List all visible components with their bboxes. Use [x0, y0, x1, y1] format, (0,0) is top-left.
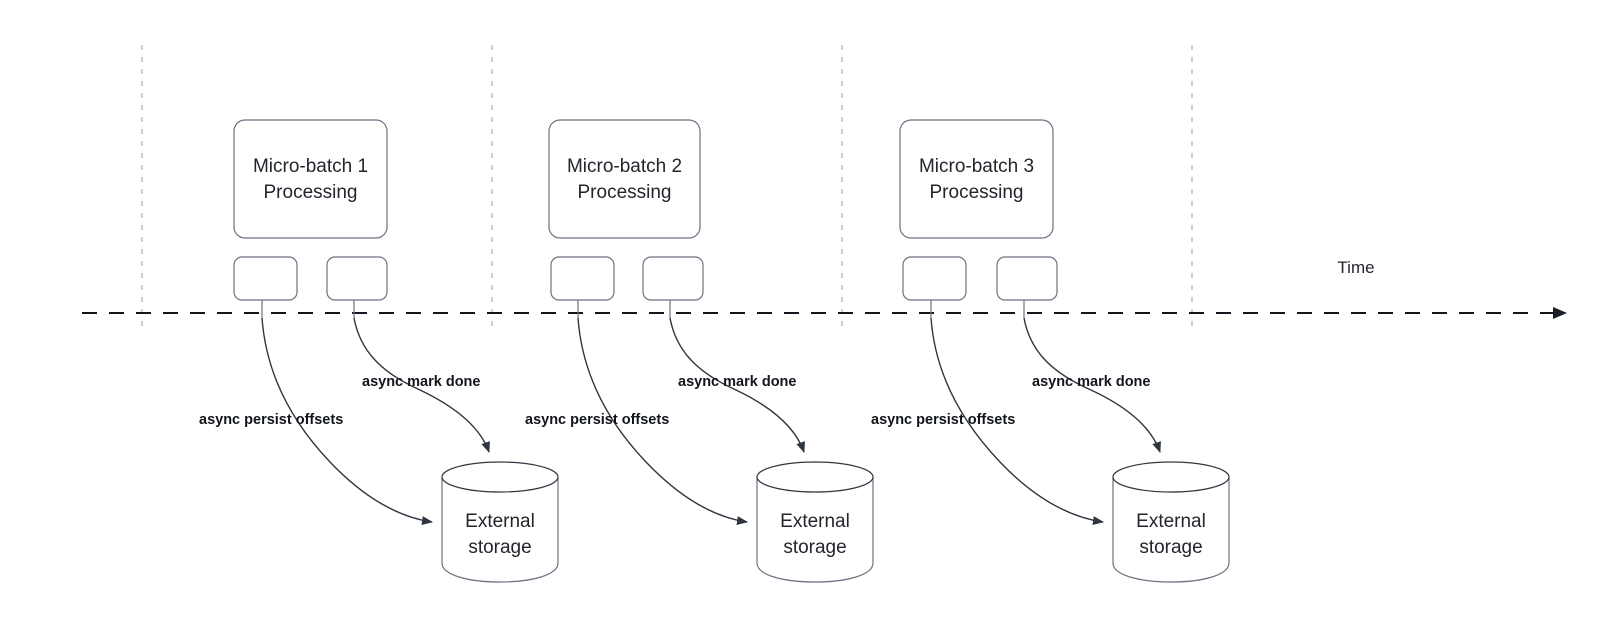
g1-persist-offsets-arrow [261, 317, 433, 525]
g3-persist-offsets-label: async persist offsets [871, 412, 1015, 428]
g1-external-storage-label-line1: External [465, 511, 535, 532]
g3-external-storage-label-line2: storage [1139, 537, 1202, 558]
g3-persist-offsets-task-box[interactable] [902, 256, 967, 301]
g1-mark-done-arrow [353, 317, 490, 453]
time-axis: Time [82, 258, 1567, 319]
g2-mark-done-arrow [669, 317, 805, 453]
g1-external-storage-cylinder-top [441, 461, 559, 493]
g3-external-storage-label-line1: External [1136, 511, 1206, 532]
microbatch-1-box[interactable] [233, 119, 388, 239]
group-2: Micro-batch 2 Processing async mark done… [525, 119, 874, 583]
microbatch-3-box[interactable] [899, 119, 1054, 239]
microbatch-1-label-line1: Micro-batch 1 [253, 156, 368, 177]
microbatch-1-label-line2: Processing [264, 182, 358, 203]
g1-external-storage-label-line2: storage [468, 537, 531, 558]
g2-persist-offsets-label: async persist offsets [525, 412, 669, 428]
g3-mark-done-task-box[interactable] [996, 256, 1058, 301]
g3-external-storage-cylinder-body[interactable] [1112, 477, 1230, 583]
g2-external-storage-label-line2: storage [783, 537, 846, 558]
microbatch-2-box[interactable] [548, 119, 701, 239]
g1-persist-offsets-task-box[interactable] [233, 256, 298, 301]
g2-external-storage-cylinder-top [756, 461, 874, 493]
microbatch-2-label-line1: Micro-batch 2 [567, 156, 682, 177]
microbatch-2-label-line2: Processing [578, 182, 672, 203]
time-axis-label: Time [1337, 258, 1374, 277]
g2-mark-done-label: async mark done [678, 374, 796, 390]
g3-persist-offsets-arrow [930, 317, 1104, 525]
g1-mark-done-task-box[interactable] [326, 256, 388, 301]
g1-external-storage-cylinder-body[interactable] [441, 477, 559, 583]
g1-mark-done-label: async mark done [362, 374, 480, 390]
g3-mark-done-arrow [1023, 317, 1161, 453]
group-3: Micro-batch 3 Processing async mark done… [871, 119, 1230, 583]
g3-external-storage-cylinder-top [1112, 461, 1230, 493]
g2-persist-offsets-arrow [577, 317, 748, 525]
g2-external-storage-label-line1: External [780, 511, 850, 532]
group-1: Micro-batch 1 Processing async mark done… [199, 119, 559, 583]
microbatch-3-label-line2: Processing [930, 182, 1024, 203]
g2-persist-offsets-task-box[interactable] [550, 256, 615, 301]
g2-mark-done-task-box[interactable] [642, 256, 704, 301]
g1-persist-offsets-label: async persist offsets [199, 412, 343, 428]
g2-external-storage-cylinder-body[interactable] [756, 477, 874, 583]
g3-mark-done-label: async mark done [1032, 374, 1150, 390]
microbatch-3-label-line1: Micro-batch 3 [919, 156, 1034, 177]
